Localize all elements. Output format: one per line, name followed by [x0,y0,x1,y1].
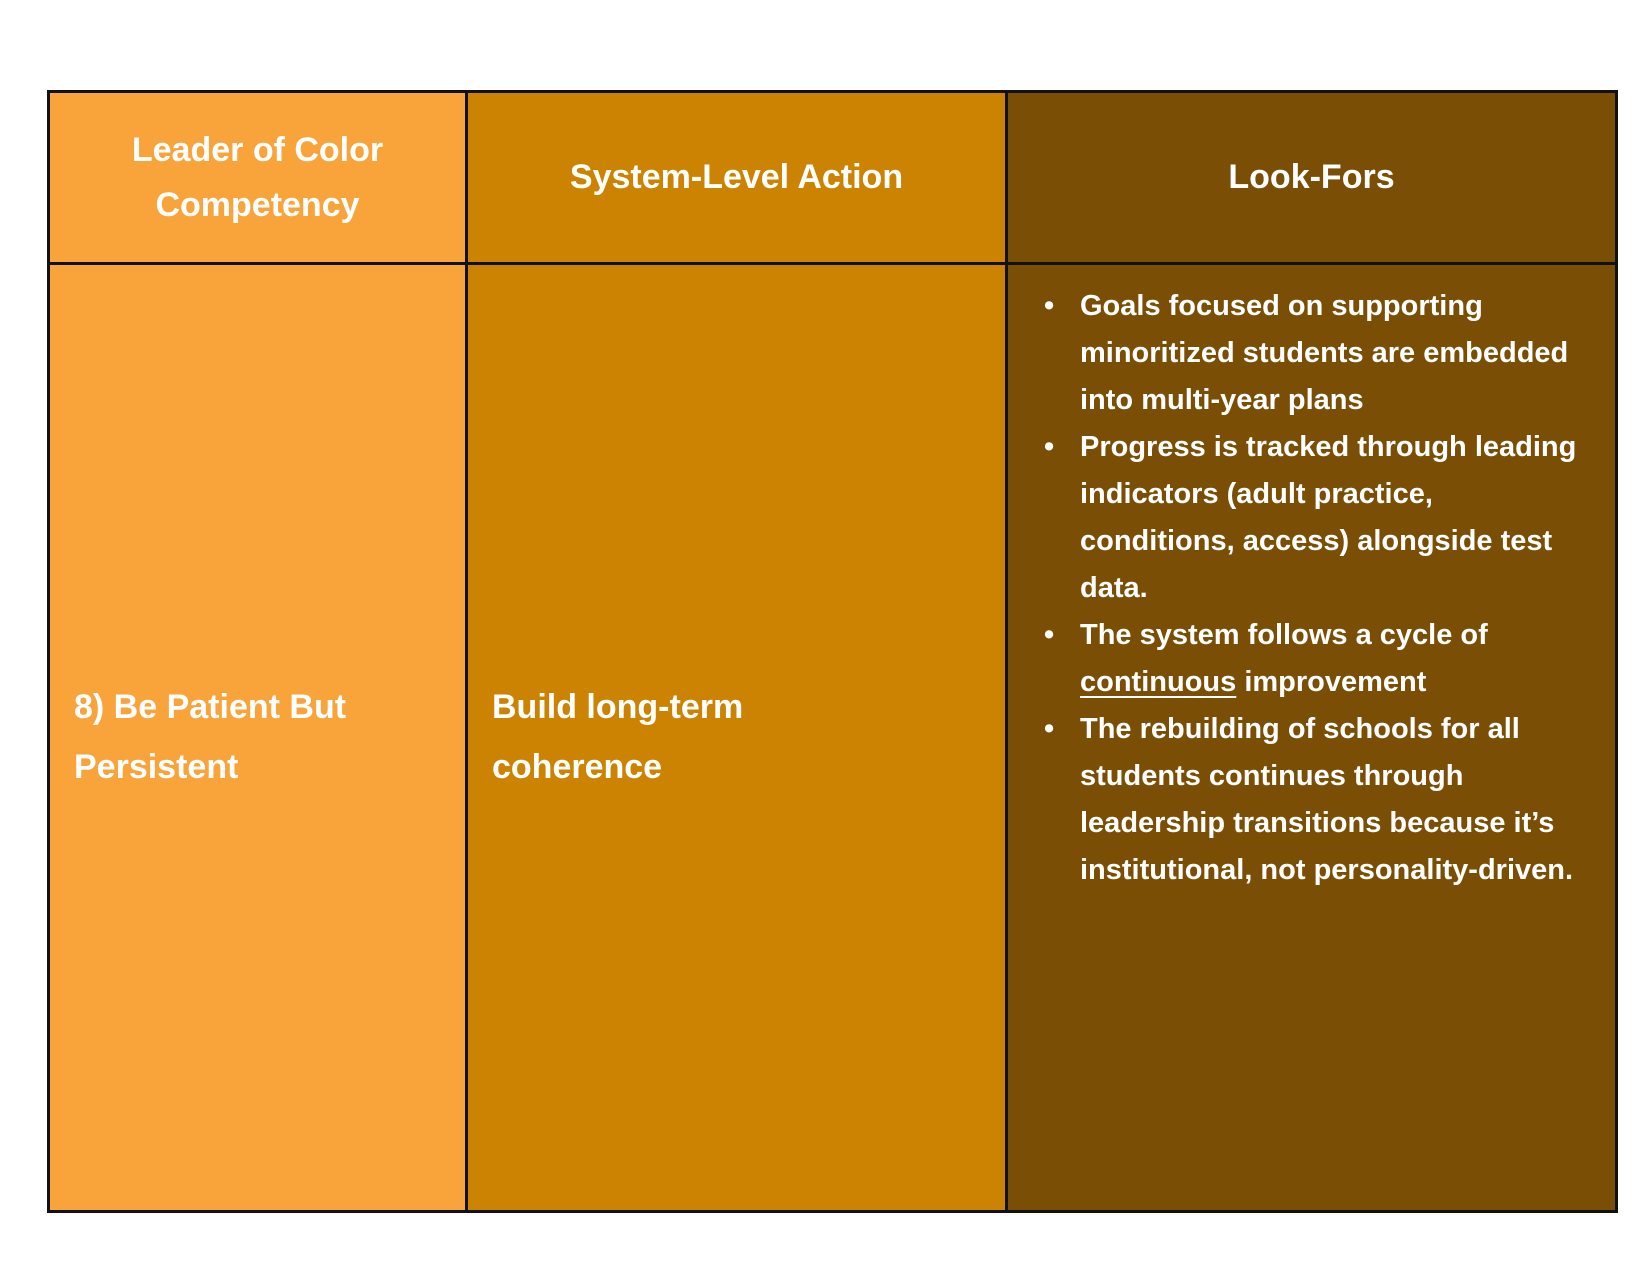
look-for-text-underlined: continuous [1080,665,1237,698]
look-for-text: The system follows a cycle of [1080,618,1488,651]
cell-look-fors: Goals focused on supporting minoritized … [1005,262,1618,1213]
header-look-fors: Look-Fors [1005,90,1618,265]
look-for-text: Goals focused on supporting minoritized … [1080,290,1569,416]
cell-competency: 8) Be Patient But Persistent [47,262,468,1213]
look-for-text: improvement [1236,665,1427,698]
table-row: 8) Be Patient But Persistent Build long-… [47,262,1618,1213]
look-for-item: Progress is tracked through leading indi… [1042,424,1595,612]
look-for-item: The rebuilding of schools for all studen… [1042,706,1595,894]
look-fors-list: Goals focused on supporting minoritized … [1042,283,1595,894]
header-competency: Leader of Color Competency [47,90,468,265]
look-for-item: Goals focused on supporting minoritized … [1042,283,1595,424]
competency-text: 8) Be Patient But Persistent [74,687,347,786]
cell-system-level-action: Build long-term coherence [465,262,1008,1213]
table-header-row: Leader of Color Competency System-Level … [47,90,1618,265]
action-text: Build long-term coherence [492,687,744,786]
competency-table: Leader of Color Competency System-Level … [47,90,1618,1213]
look-for-text: Progress is tracked through leading indi… [1080,430,1577,604]
header-system-level-action: System-Level Action [465,90,1008,265]
look-for-item: The system follows a cycle of continuous… [1042,612,1595,706]
look-for-text: The rebuilding of schools for all studen… [1080,712,1574,886]
